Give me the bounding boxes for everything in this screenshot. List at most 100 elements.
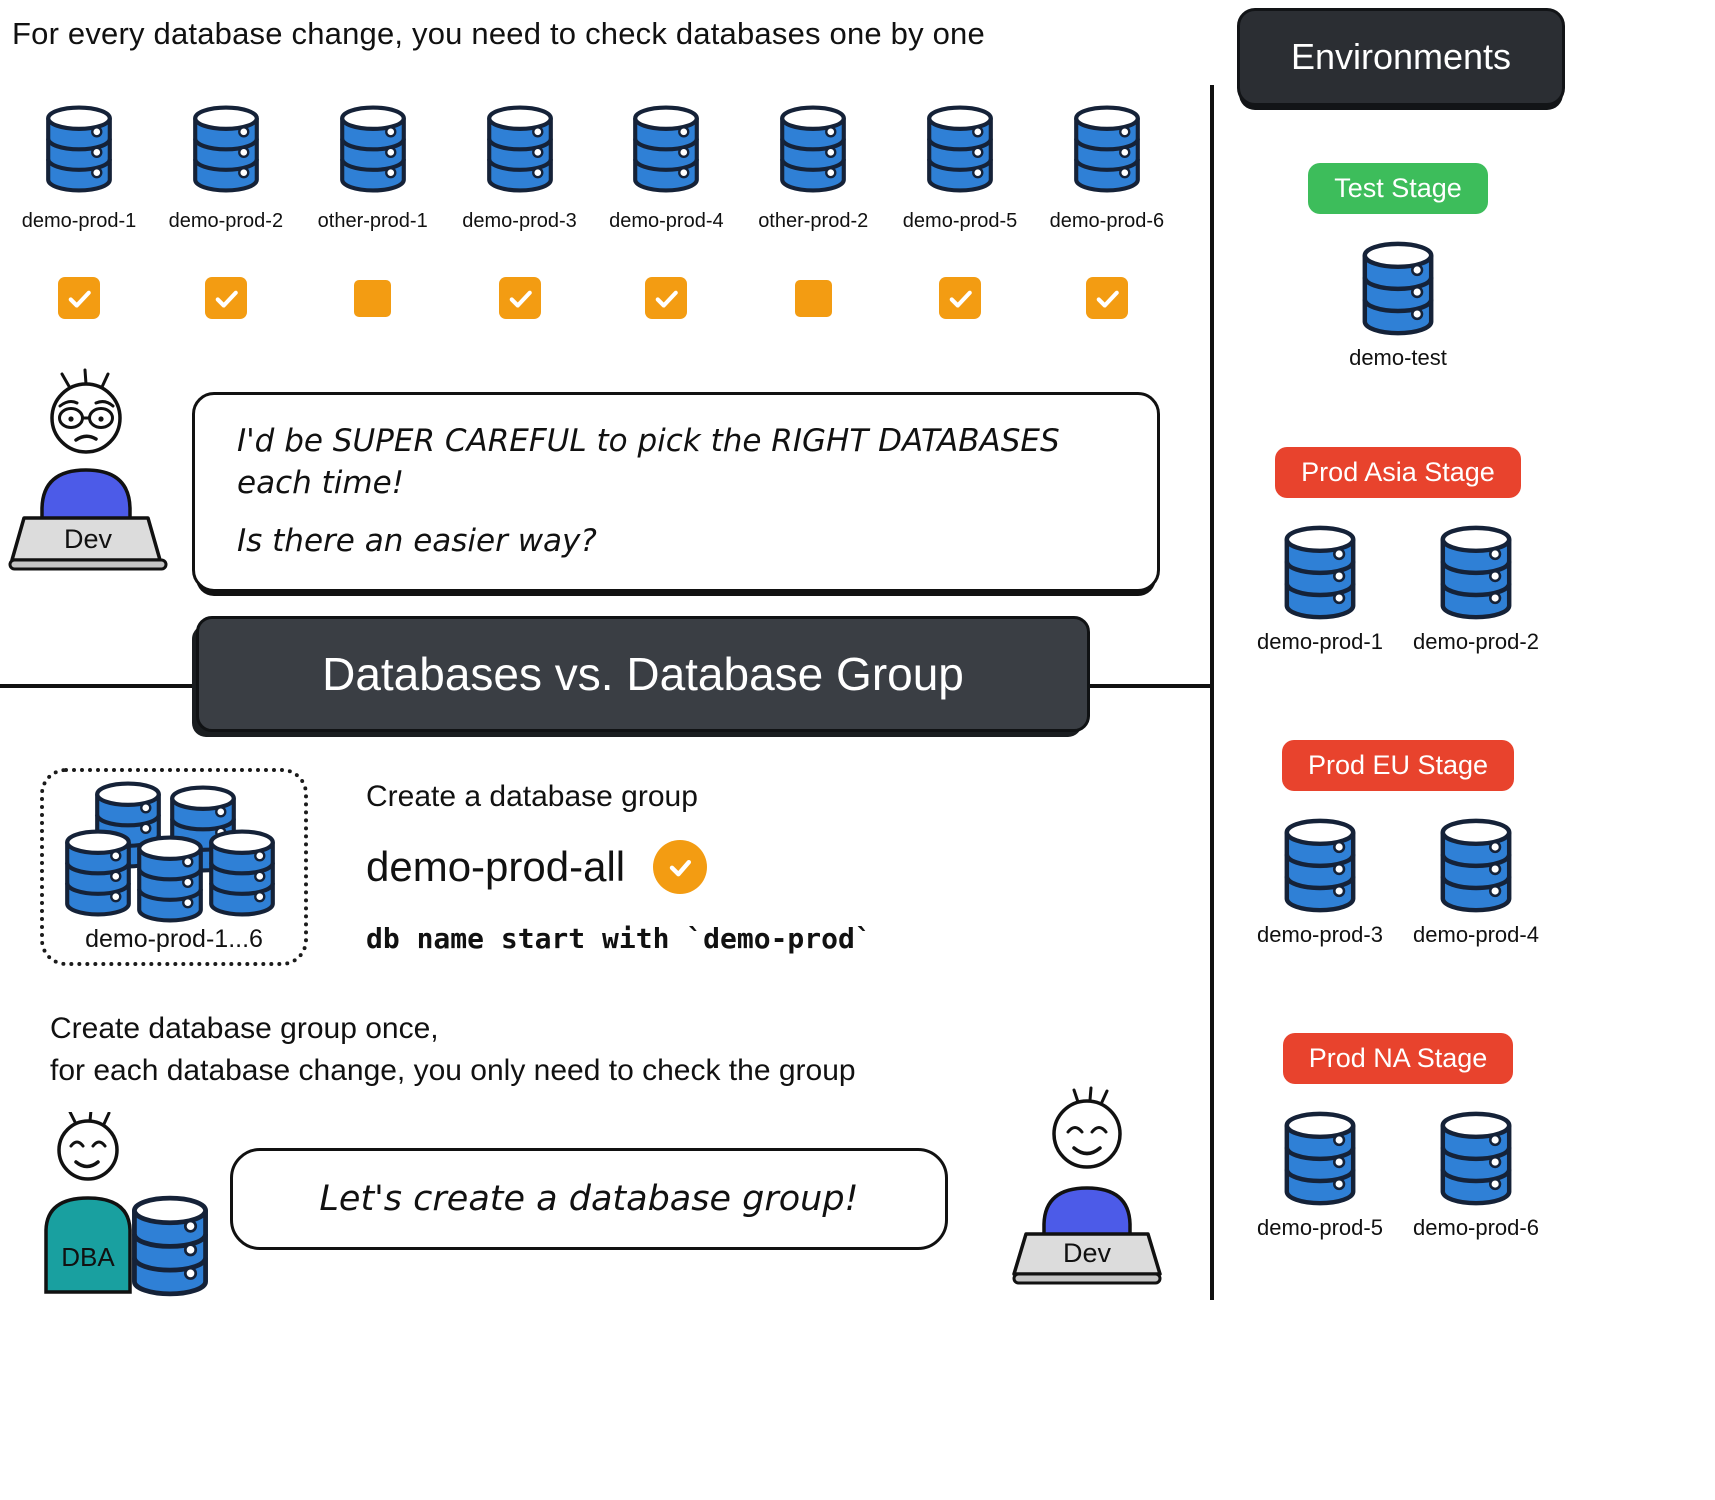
once-line-2: for each database change, you only need …	[50, 1054, 856, 1087]
check-icon	[1096, 290, 1119, 308]
check-icon	[949, 290, 972, 308]
database-label: demo-prod-4	[609, 210, 724, 232]
database-item: demo-prod-2	[155, 104, 297, 319]
environment-database: demo-prod-5	[1255, 1110, 1385, 1241]
database-icon	[335, 104, 411, 194]
environment-database: demo-prod-2	[1411, 524, 1541, 655]
speech-line: I'd be SUPER CAREFUL to pick the RIGHT D…	[237, 423, 1060, 501]
database-label: demo-prod-1	[1257, 629, 1383, 654]
stage-databases: demo-test	[1333, 240, 1463, 371]
divider-vertical	[1210, 85, 1214, 1300]
dev-character-happy: Dev	[1012, 1086, 1162, 1288]
database-row: demo-prod-1 demo-prod-2 other-prod-1 dem…	[8, 104, 1178, 319]
stage-databases: demo-prod-3 demo-prod-4	[1255, 817, 1541, 948]
database-label: demo-prod-6	[1049, 210, 1165, 232]
database-label: other-prod-2	[758, 210, 869, 232]
database-item: demo-prod-4	[595, 104, 737, 319]
create-group-text: Create a database group	[366, 780, 698, 813]
database-icon	[1279, 1110, 1361, 1207]
check-icon	[215, 290, 238, 308]
database-checkbox	[794, 280, 832, 317]
dba-label: DBA	[61, 1242, 115, 1272]
page-title: For every database change, you need to c…	[12, 16, 985, 51]
environments-title: Environments	[1290, 36, 1512, 77]
database-icon	[1435, 1110, 1517, 1207]
environment-database: demo-prod-4	[1411, 817, 1541, 948]
database-label: demo-prod-6	[1413, 1215, 1539, 1240]
database-icon	[41, 104, 117, 194]
check-icon	[509, 290, 532, 308]
stage-badge: Prod NA Stage	[1282, 1033, 1514, 1084]
database-item: other-prod-1	[302, 104, 444, 319]
speech-bubble-dba: Let's create a database group!	[230, 1148, 948, 1250]
database-item: other-prod-2	[742, 104, 884, 319]
database-cluster-icon	[58, 780, 293, 930]
database-icon	[1279, 524, 1361, 621]
database-checkbox	[1085, 277, 1128, 319]
check-circle-icon	[653, 840, 708, 894]
database-item: demo-prod-6	[1036, 104, 1178, 319]
speech-bubble-dev: I'd be SUPER CAREFUL to pick the RIGHT D…	[192, 392, 1160, 592]
database-icon	[775, 104, 851, 194]
database-checkbox	[939, 277, 982, 319]
database-icon	[1435, 524, 1517, 621]
database-item: demo-prod-5	[889, 104, 1031, 319]
group-box-label: demo-prod-1...6	[85, 925, 263, 953]
database-checkbox	[58, 277, 100, 319]
environments-header: Environments	[1237, 8, 1565, 106]
database-icon	[1435, 817, 1517, 914]
environment-database: demo-prod-6	[1411, 1110, 1541, 1241]
database-icon	[1357, 240, 1439, 337]
database-icon	[188, 104, 264, 194]
stage-badge: Prod Asia Stage	[1275, 447, 1521, 498]
database-label: demo-prod-3	[462, 210, 577, 232]
environment-database: demo-prod-1	[1255, 524, 1385, 655]
banner-title: Databases vs. Database Group	[322, 648, 964, 700]
section-banner: Databases vs. Database Group	[196, 616, 1090, 732]
stage-databases: demo-prod-1 demo-prod-2	[1255, 524, 1541, 655]
check-icon	[68, 290, 91, 308]
database-label: other-prod-1	[317, 210, 428, 232]
database-label: demo-prod-2	[168, 210, 284, 232]
database-icon	[1069, 104, 1145, 194]
check-icon	[656, 290, 679, 308]
group-name: demo-prod-all	[366, 843, 626, 890]
dev-person-icon	[1012, 1086, 1162, 1285]
database-icon	[482, 104, 558, 194]
database-label: demo-prod-5	[902, 210, 1018, 232]
database-item: demo-prod-1	[8, 104, 150, 319]
database-checkbox	[354, 280, 392, 317]
database-label: demo-prod-2	[1413, 629, 1539, 654]
env-stage-prod-eu: Prod EU Stage demo-prod-3 demo-prod-4	[1228, 740, 1568, 948]
database-checkbox	[498, 277, 541, 319]
dev-label: Dev	[1062, 1238, 1111, 1268]
database-label: demo-test	[1349, 345, 1447, 370]
dev-character-worried: Dev	[8, 366, 168, 574]
database-checkbox	[204, 277, 247, 319]
database-label: demo-prod-5	[1257, 1215, 1383, 1240]
database-icon	[628, 104, 704, 194]
check-icon	[669, 860, 692, 877]
environment-database: demo-prod-3	[1255, 817, 1385, 948]
database-group-box: demo-prod-1...6	[40, 768, 308, 966]
database-label: demo-prod-1	[21, 210, 137, 232]
dev-label: Dev	[63, 524, 112, 554]
stage-badge: Test Stage	[1308, 163, 1488, 214]
environment-database: demo-test	[1333, 240, 1463, 371]
database-checkbox	[645, 277, 688, 319]
speech-line: Is there an easier way?	[237, 522, 597, 559]
group-name-row: demo-prod-all	[366, 840, 708, 894]
group-rule-text: db name start with `demo-prod`	[366, 922, 872, 955]
once-text: Create database group once, for each dat…	[50, 1008, 856, 1092]
once-line-1: Create database group once,	[50, 1012, 439, 1045]
dba-character: DBA	[26, 1108, 231, 1302]
dba-person-icon	[44, 1108, 231, 1302]
env-stage-prod-na: Prod NA Stage demo-prod-5 demo-prod-6	[1228, 1033, 1568, 1241]
database-label: demo-prod-4	[1413, 922, 1539, 947]
database-icon	[1279, 817, 1361, 914]
env-stage-test: Test Stage demo-test	[1228, 163, 1568, 371]
database-icon	[922, 104, 998, 194]
stage-badge: Prod EU Stage	[1281, 740, 1515, 791]
env-stage-prod-asia: Prod Asia Stage demo-prod-1 demo-prod-2	[1228, 447, 1568, 655]
